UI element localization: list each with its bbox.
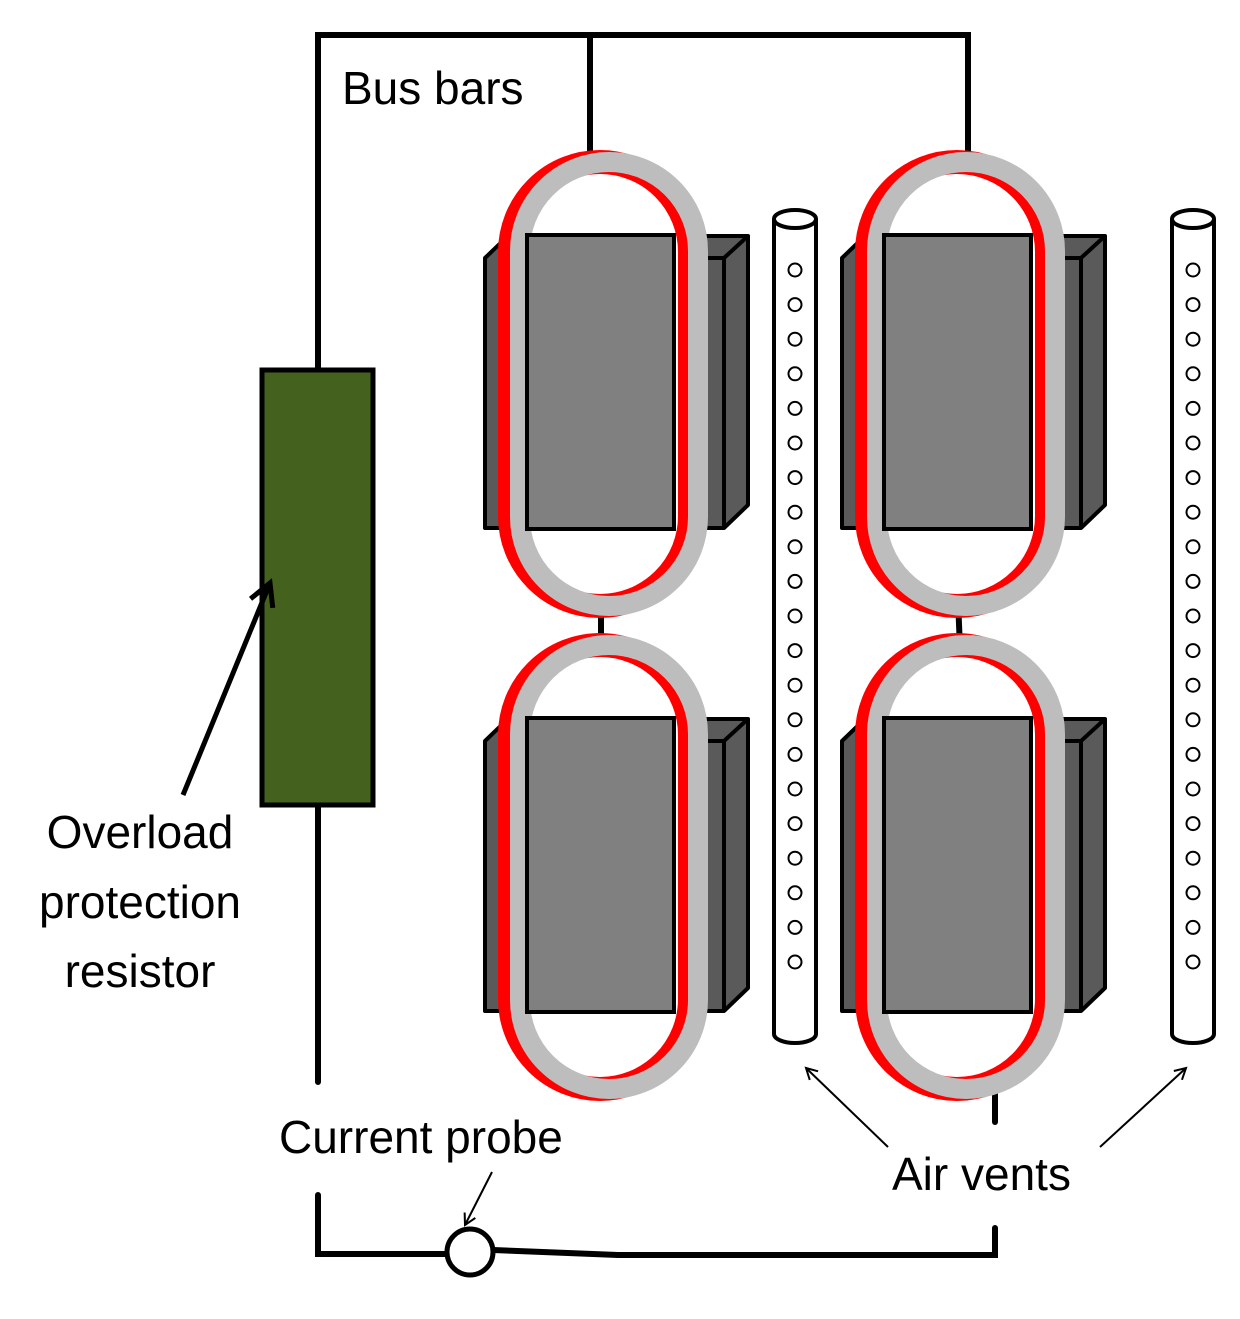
- resistor-label-line2: protection: [39, 876, 241, 928]
- current-probe: [444, 1226, 496, 1278]
- bus-bars-label: Bus bars: [342, 62, 524, 114]
- vent-hole: [787, 746, 803, 762]
- vent-hole: [787, 297, 803, 313]
- vent-hole: [787, 712, 803, 728]
- vent-tube: [1170, 219, 1216, 1045]
- vent-hole: [787, 608, 803, 624]
- vent-hole: [1185, 366, 1201, 382]
- vent-hole: [787, 919, 803, 935]
- winding-coil: [867, 152, 1065, 616]
- overload-resistor: [259, 367, 376, 808]
- vent-hole: [1185, 608, 1201, 624]
- vent-hole: [1185, 746, 1201, 762]
- winding-coil: [510, 152, 708, 616]
- vent-hole: [787, 435, 803, 451]
- vent-hole: [1185, 677, 1201, 693]
- transformer-top-left: [483, 150, 750, 618]
- transformer-bottom-right: [840, 633, 1107, 1101]
- vent-hole: [787, 850, 803, 866]
- vent-hole: [1185, 712, 1201, 728]
- core-face: [525, 716, 676, 1014]
- vent-hole: [1185, 435, 1201, 451]
- vent-tube: [772, 219, 818, 1045]
- vent-hole: [787, 781, 803, 797]
- vent-hole: [1185, 400, 1201, 416]
- vent-arrow-left: [806, 1068, 889, 1148]
- vent-hole: [1185, 297, 1201, 313]
- vent-hole: [1185, 816, 1201, 832]
- vent-hole: [1185, 262, 1201, 278]
- vent-hole: [787, 573, 803, 589]
- resistor-label-line1: Overload: [47, 806, 234, 858]
- air-vents-group: [772, 208, 1216, 1045]
- vent-hole: [1185, 919, 1201, 935]
- vent-hole: [787, 262, 803, 278]
- vent-hole: [1185, 539, 1201, 555]
- winding-coil: [510, 635, 708, 1099]
- transformer-bottom-left: [483, 633, 750, 1101]
- vent-cap: [1170, 208, 1216, 230]
- vent-cap: [772, 208, 818, 230]
- winding-coil: [867, 635, 1065, 1099]
- core-face: [882, 233, 1033, 531]
- vent-hole: [1185, 850, 1201, 866]
- vent-arrow-right: [1099, 1068, 1186, 1148]
- vent-hole: [787, 504, 803, 520]
- vent-hole: [1185, 954, 1201, 970]
- air-vents-label: Air vents: [892, 1148, 1071, 1200]
- vent-hole: [787, 539, 803, 555]
- air-vent-right: [1170, 208, 1216, 1045]
- vent-hole: [1185, 781, 1201, 797]
- vent-hole: [787, 643, 803, 659]
- resistor-arrow: [180, 578, 276, 796]
- current-probe-label: Current probe: [279, 1111, 563, 1163]
- probe-arrow: [465, 1171, 493, 1225]
- vent-hole: [1185, 885, 1201, 901]
- vent-hole: [787, 954, 803, 970]
- resistor-label-line3: resistor: [65, 945, 216, 997]
- vent-hole: [787, 400, 803, 416]
- core-face: [882, 716, 1033, 1014]
- vent-hole: [787, 331, 803, 347]
- vent-hole: [1185, 643, 1201, 659]
- transformer-top-right: [840, 150, 1107, 618]
- vent-hole: [787, 885, 803, 901]
- vent-hole: [1185, 331, 1201, 347]
- vent-hole: [787, 470, 803, 486]
- core-face: [525, 233, 676, 531]
- vent-hole: [787, 366, 803, 382]
- air-vent-left: [772, 208, 818, 1045]
- vent-hole: [1185, 573, 1201, 589]
- vent-hole: [787, 816, 803, 832]
- transformers: [483, 150, 1107, 1101]
- vent-hole: [787, 677, 803, 693]
- vent-hole: [1185, 504, 1201, 520]
- vent-hole: [1185, 470, 1201, 486]
